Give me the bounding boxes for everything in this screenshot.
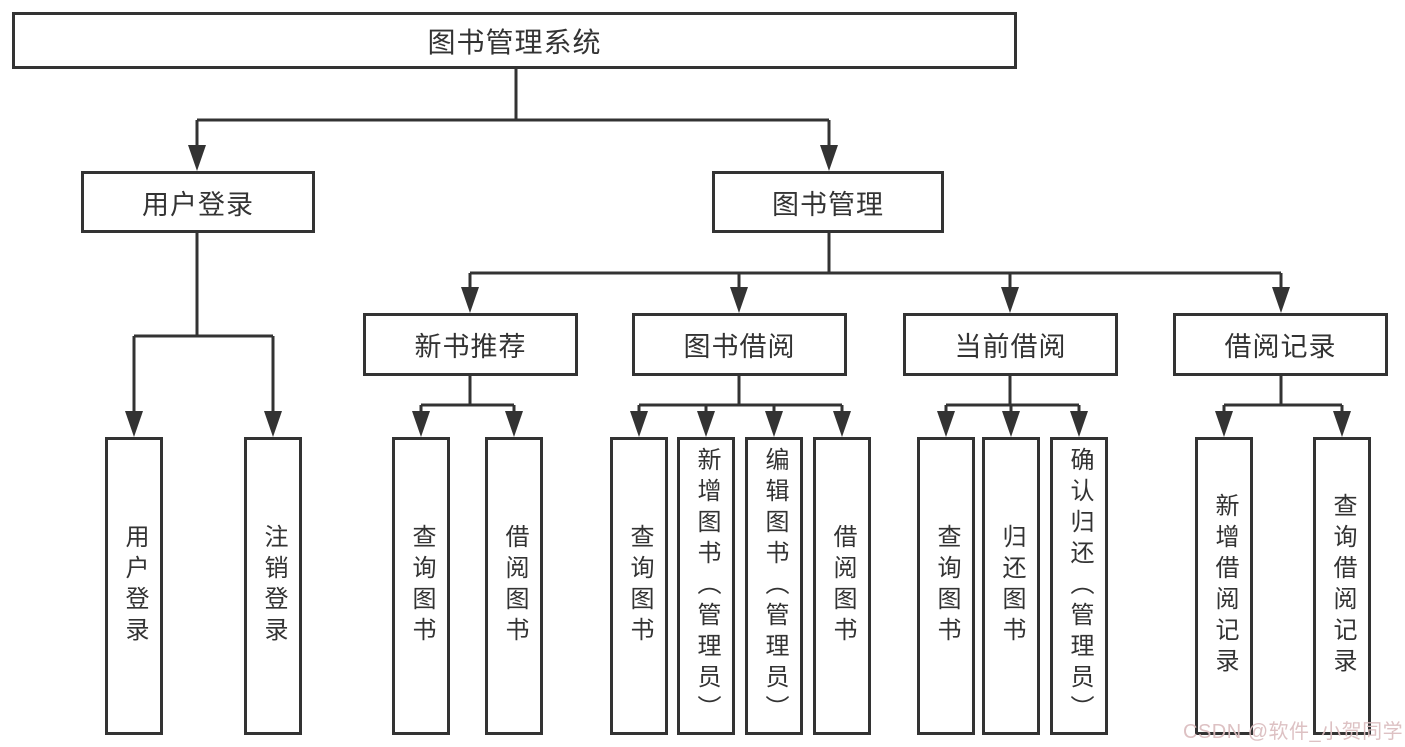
- node-borrow-records: 借阅记录: [1173, 313, 1388, 376]
- leaf-label: 借阅图书: [501, 524, 528, 648]
- leaf-logout: 注销登录: [244, 437, 302, 735]
- leaf-borrow-books-borrowing: 借阅图书: [813, 437, 871, 735]
- leaf-return-books: 归还图书: [982, 437, 1040, 735]
- csdn-watermark: CSDN @软件_小贺同学: [1183, 721, 1404, 743]
- node-library-system: 图书管理系统: [12, 12, 1017, 69]
- node-user-login: 用户登录: [81, 171, 315, 233]
- leaf-user-login: 用户登录: [105, 437, 163, 735]
- node-new-book-recommend: 新书推荐: [363, 313, 578, 376]
- leaf-label: 确认归还（管理员）: [1066, 446, 1093, 726]
- leaf-query-books-current: 查询图书: [917, 437, 975, 735]
- leaf-query-books-recommend: 查询图书: [392, 437, 450, 735]
- node-book-management: 图书管理: [712, 171, 944, 233]
- node-label: 借阅记录: [1224, 332, 1337, 362]
- leaf-confirm-return-admin: 确认归还（管理员）: [1050, 437, 1108, 735]
- leaf-add-borrow-record: 新增借阅记录: [1195, 437, 1253, 735]
- leaf-label: 查询图书: [408, 524, 435, 648]
- leaf-label: 编辑图书（管理员）: [761, 446, 788, 726]
- leaf-query-borrow-record: 查询借阅记录: [1313, 437, 1371, 735]
- leaf-label: 新增借阅记录: [1211, 493, 1238, 679]
- node-label: 图书借阅: [683, 332, 796, 362]
- leaf-label: 借阅图书: [829, 524, 856, 648]
- node-label: 当前借阅: [954, 332, 1067, 362]
- node-label: 新书推荐: [414, 332, 527, 362]
- node-label: 用户登录: [142, 189, 254, 220]
- leaf-label: 归还图书: [998, 524, 1025, 648]
- leaf-label: 查询借阅记录: [1329, 493, 1356, 679]
- leaf-query-books-borrowing: 查询图书: [610, 437, 668, 735]
- node-label: 图书管理系统: [427, 26, 602, 58]
- node-book-borrowing: 图书借阅: [632, 313, 847, 376]
- leaf-label: 查询图书: [933, 524, 960, 648]
- leaf-add-books-admin: 新增图书（管理员）: [677, 437, 735, 735]
- node-current-borrowing: 当前借阅: [903, 313, 1118, 376]
- leaf-edit-books-admin: 编辑图书（管理员）: [745, 437, 803, 735]
- leaf-label: 用户登录: [121, 524, 148, 648]
- leaf-label: 新增图书（管理员）: [693, 446, 720, 726]
- leaf-label: 查询图书: [626, 524, 653, 648]
- node-label: 图书管理: [772, 189, 884, 220]
- leaf-borrow-books-recommend: 借阅图书: [485, 437, 543, 735]
- leaf-label: 注销登录: [260, 524, 287, 648]
